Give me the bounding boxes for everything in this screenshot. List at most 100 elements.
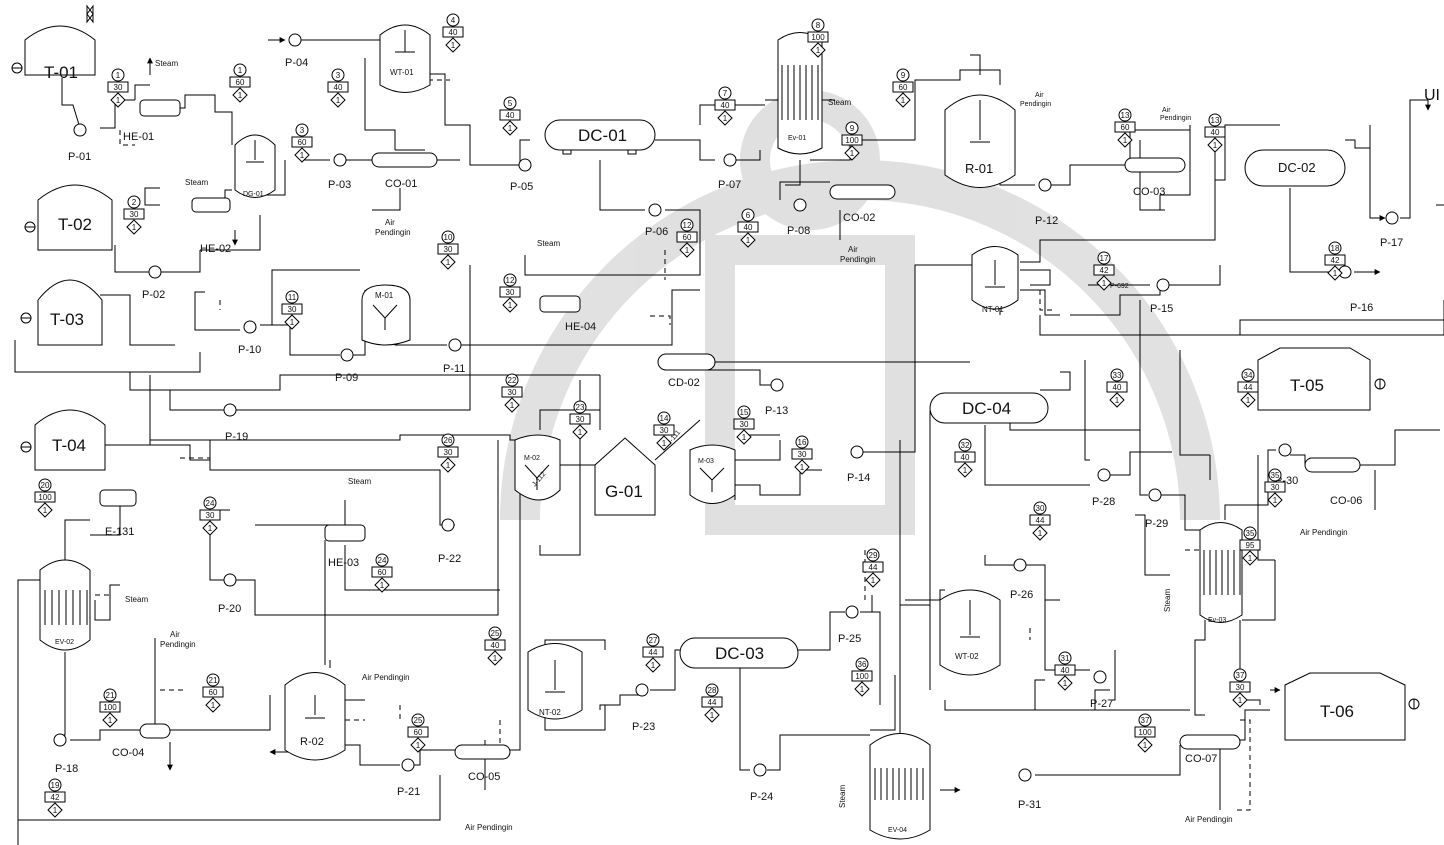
stream-number: 35 <box>1271 471 1280 480</box>
stream-temperature: 44 <box>708 698 717 707</box>
svg-text:P-10: P-10 <box>238 344 261 356</box>
svg-text:P-09: P-09 <box>335 372 358 384</box>
tank-nt01: NT-01 <box>971 246 1019 314</box>
stream-pressure: 1 <box>860 685 865 694</box>
stream-pressure: 1 <box>1102 279 1107 288</box>
svg-text:E-131: E-131 <box>105 526 134 538</box>
stream-pressure: 1 <box>53 806 58 815</box>
stream-pressure: 1 <box>1238 696 1243 705</box>
vessels: WT-01 DG-01 R-01 R-02 NT-01 NT-02 <box>39 24 1243 840</box>
pump-p28: P-28 <box>1092 468 1115 508</box>
stream-temperature: 60 <box>236 78 245 87</box>
stream-number: 15 <box>740 408 749 417</box>
svg-text:T-03: T-03 <box>50 310 84 329</box>
stream-number: 37 <box>1141 716 1150 725</box>
column-dc04: DC-04 <box>929 392 1049 424</box>
stream-temperature: 30 <box>576 415 585 424</box>
stream-temperature: 44 <box>1244 383 1253 392</box>
stream-number: 12 <box>506 276 515 285</box>
pump-p27: P-27 <box>1090 670 1113 710</box>
pump-p11: P-11 <box>443 338 465 375</box>
svg-text:R-02: R-02 <box>300 736 324 748</box>
svg-text:P-692: P-692 <box>1110 283 1129 290</box>
stream-pressure: 1 <box>1143 741 1148 750</box>
svg-text:P-16: P-16 <box>1350 302 1373 314</box>
stream-temperature: 40 <box>449 28 458 37</box>
stream-pressure: 1 <box>43 506 48 515</box>
svg-text:Steam: Steam <box>828 98 851 107</box>
pump-p16: P-16 <box>1338 265 1373 314</box>
reactor-r02: R-02 <box>284 672 346 761</box>
svg-text:Air: Air <box>1162 107 1171 114</box>
pump-p09: P-09 <box>335 348 358 384</box>
svg-text:Ev-01: Ev-01 <box>788 135 806 142</box>
stream-pressure: 1 <box>446 258 451 267</box>
svg-text:P-13: P-13 <box>765 405 788 417</box>
svg-text:Air: Air <box>848 245 858 254</box>
evaporator-ev02: EV-02 <box>39 559 91 651</box>
svg-text:DC-02: DC-02 <box>1278 160 1316 175</box>
stream-pressure: 1 <box>300 151 305 160</box>
tank-nt02: NT-02 <box>527 643 583 720</box>
svg-text:M-02: M-02 <box>524 455 540 462</box>
svg-text:T-06: T-06 <box>1320 702 1354 721</box>
svg-text:Steam: Steam <box>838 785 847 808</box>
stream-pressure: 1 <box>116 96 121 105</box>
stream-temperature: 60 <box>209 688 218 697</box>
stream-pressure: 1 <box>850 149 855 158</box>
stream-number: 4 <box>451 16 456 25</box>
stream-pressure: 1 <box>723 114 728 123</box>
svg-text:P-02: P-02 <box>142 289 165 301</box>
pump-p20: P-20 <box>218 573 241 615</box>
pump-p14: P-14 <box>847 445 870 484</box>
svg-text:P-31: P-31 <box>1018 799 1041 811</box>
stream-tags: 1301160123013401360144015401640174018100… <box>34 13 1346 818</box>
stream-number: 9 <box>850 124 855 133</box>
column-dc01: DC-01 <box>544 119 656 155</box>
tank-t02: T-02 <box>24 184 113 251</box>
stream-temperature: 100 <box>103 703 117 712</box>
pump-p01: P-01 <box>68 123 91 163</box>
stream-number: 34 <box>1244 371 1253 380</box>
svg-text:HE-02: HE-02 <box>200 243 231 255</box>
svg-text:R-01: R-01 <box>965 161 993 176</box>
pump-p10: P-10 <box>238 320 261 356</box>
stream-pressure: 1 <box>578 428 583 437</box>
stream-number: 27 <box>649 636 658 645</box>
cooler-co03: CO-03 <box>1124 157 1186 198</box>
svg-text:P-19: P-19 <box>225 431 248 443</box>
stream-number: 19 <box>51 781 60 790</box>
svg-text:P-27: P-27 <box>1090 698 1113 710</box>
svg-text:T-04: T-04 <box>52 436 86 455</box>
stream-temperature: 30 <box>740 420 749 429</box>
pump-p24: P-24 <box>750 763 773 803</box>
svg-text:P-11: P-11 <box>443 363 465 375</box>
tank-wt01: WT-01 <box>379 24 431 93</box>
stream-pressure: 1 <box>416 741 421 750</box>
svg-text:Air Pendingin: Air Pendingin <box>362 673 410 682</box>
stream-number: 3 <box>336 71 341 80</box>
stream-number: 25 <box>491 629 500 638</box>
svg-text:CO-05: CO-05 <box>468 771 500 783</box>
svg-text:NT-02: NT-02 <box>539 708 561 717</box>
svg-text:DC-04: DC-04 <box>962 399 1011 418</box>
stream-temperature: 30 <box>444 448 453 457</box>
svg-text:Air Pendingin: Air Pendingin <box>1185 815 1233 824</box>
stream-number: 18 <box>1331 244 1340 253</box>
stream-temperature: 40 <box>721 101 730 110</box>
stream-number: 9 <box>901 71 906 80</box>
svg-text:P-14: P-14 <box>847 472 870 484</box>
stream-number: 1 <box>116 71 121 80</box>
stream-number: 20 <box>41 481 50 490</box>
